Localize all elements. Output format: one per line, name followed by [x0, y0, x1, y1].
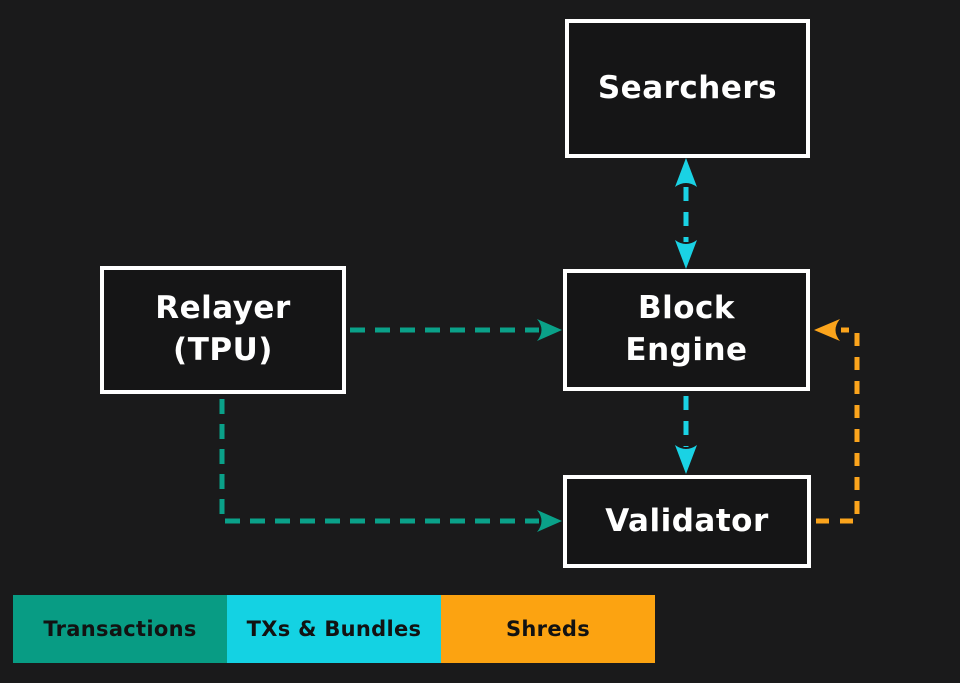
node-relayer-tpu: Relayer (TPU): [100, 266, 346, 394]
edge-relayer-validator-line: [219, 399, 539, 524]
arrowhead-right-to-validator: [537, 510, 562, 532]
edge-searchers-blockengine: [675, 158, 697, 269]
legend-item-transactions: Transactions: [13, 595, 227, 663]
node-validator: Validator: [563, 475, 811, 568]
arrowhead-down-to-validator: [675, 445, 697, 474]
legend-item-txs-bundles: TXs & Bundles: [227, 595, 441, 663]
edge-relayer-validator: [219, 399, 562, 532]
edge-blockengine-validator: [675, 396, 697, 474]
arrowhead-right-to-blockengine: [537, 319, 562, 341]
legend: Transactions TXs & Bundles Shreds: [13, 595, 655, 663]
arrowhead-left-to-blockengine: [814, 319, 840, 341]
edge-validator-blockengine: [814, 319, 860, 524]
legend-item-shreds: Shreds: [441, 595, 655, 663]
arrowhead-up-to-searchers: [675, 158, 697, 187]
node-searchers: Searchers: [565, 19, 810, 158]
edge-relayer-blockengine: [350, 319, 562, 341]
arrowhead-down-to-blockengine: [675, 240, 697, 269]
edge-validator-blockengine-line: [816, 327, 860, 524]
node-block-engine: Block Engine: [563, 269, 810, 391]
